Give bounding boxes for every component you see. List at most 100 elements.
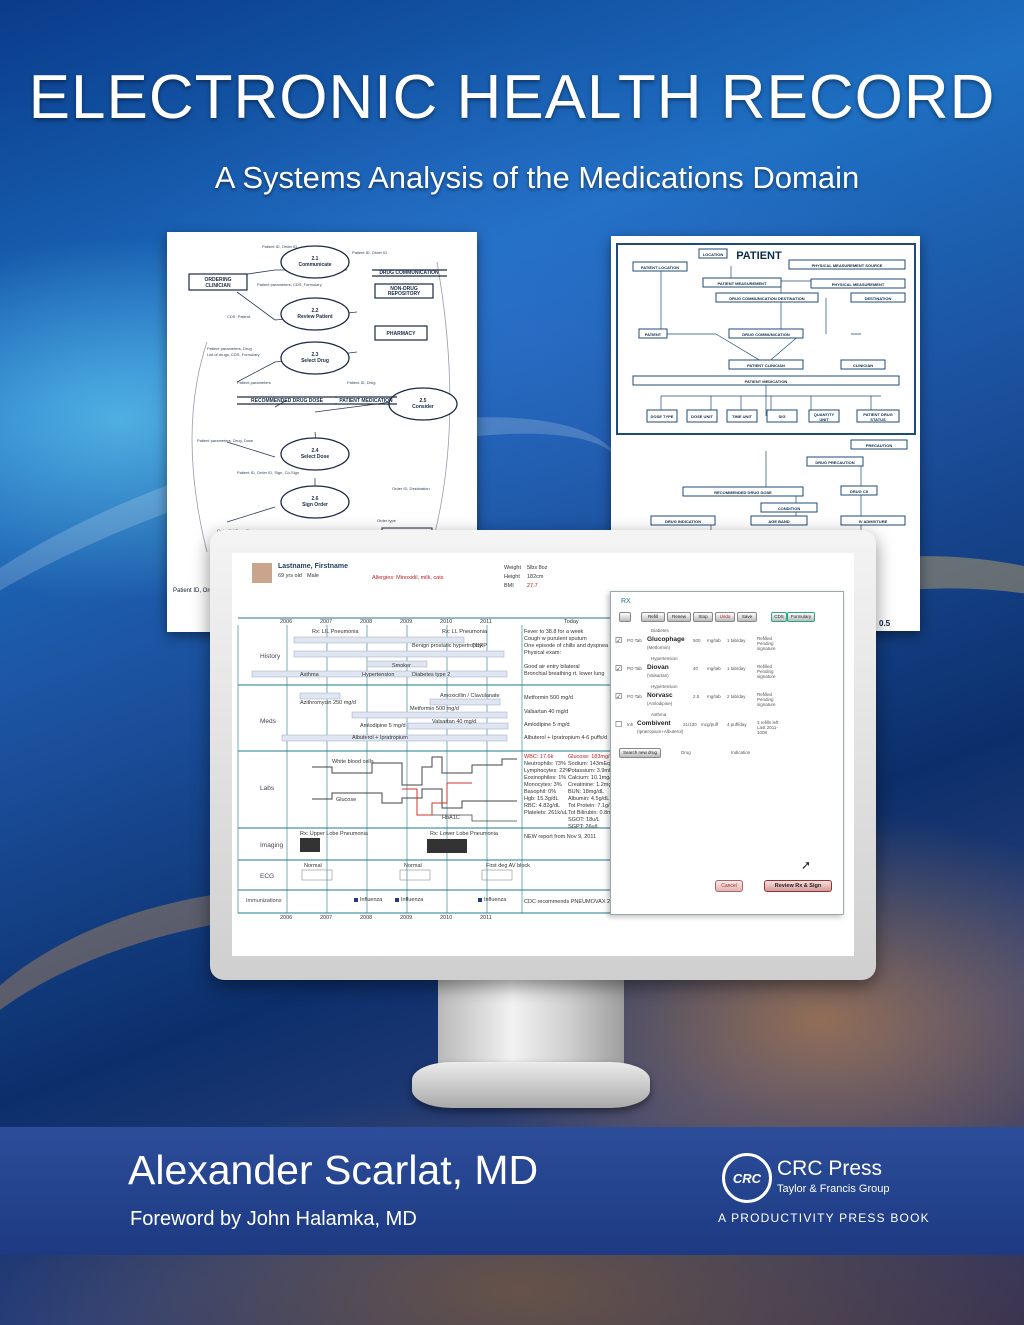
drug-name[interactable]: Norvasc xyxy=(647,692,673,699)
weight-value: 5lbs 8oz xyxy=(527,565,548,571)
immunization-item[interactable]: Influenza xyxy=(401,897,424,903)
drug-unit[interactable]: mg/tab xyxy=(707,666,721,671)
history-item[interactable]: Rx: LIL Pneumonia xyxy=(312,629,359,635)
year-label: 2011 xyxy=(480,915,492,921)
row-label-meds[interactable]: Meds xyxy=(260,718,276,725)
svg-text:DOSE UNIT: DOSE UNIT xyxy=(691,414,713,419)
drug-frequency[interactable]: 2 tab/day xyxy=(727,694,746,699)
weight-label: Weight xyxy=(504,565,522,571)
lab-series-label[interactable]: HbA1C xyxy=(442,815,460,821)
history-item[interactable]: Diabetes type 2 xyxy=(412,672,451,678)
drug-unit[interactable]: mg/tab xyxy=(707,638,721,643)
refill-button[interactable]: Refill xyxy=(641,612,665,622)
review-sign-button[interactable]: Review Rx & Sign xyxy=(764,880,832,892)
cds-button[interactable]: CDS xyxy=(771,612,787,622)
drug-name[interactable]: Diovan xyxy=(647,664,669,671)
row-label-history[interactable]: History xyxy=(260,653,281,660)
svg-text:Communicate: Communicate xyxy=(298,262,331,268)
meds-item[interactable]: Metformin 500 mg/d xyxy=(410,706,459,712)
history-item[interactable]: Hypertension xyxy=(362,672,395,678)
drug-field[interactable]: Drug xyxy=(681,750,691,755)
drug-status: Refilled Pending signature xyxy=(757,692,776,707)
row-label-immunizations[interactable]: Immunizations xyxy=(246,898,282,904)
year-label: 2010 xyxy=(440,619,453,625)
drug-dose[interactable]: 40 xyxy=(693,666,699,671)
history-item[interactable]: Rx: LL Pneumonia xyxy=(442,629,488,635)
drug-frequency[interactable]: 4 puff/day xyxy=(727,722,747,727)
today-lab-value: Hgb: 15.3g/dL xyxy=(524,796,559,802)
author-name: Alexander Scarlat, MD xyxy=(128,1147,539,1193)
today-history-line: Physical exam: xyxy=(524,650,561,656)
imaging-item[interactable]: Rx: Upper Lobe Pneumonia xyxy=(300,831,368,837)
history-item[interactable]: Smoker xyxy=(392,663,411,669)
history-item[interactable]: Asthma xyxy=(300,672,319,678)
ecg-item[interactable]: Normal xyxy=(404,863,422,869)
indication-field[interactable]: Indication xyxy=(731,750,751,755)
stop-button[interactable]: Stop xyxy=(693,612,713,622)
monitor-stand-base xyxy=(412,1062,650,1108)
drug-route: PO Tab xyxy=(627,638,642,643)
meds-item[interactable]: Amoxicillin / Clavulanate xyxy=(440,693,500,699)
history-item[interactable]: Benign prostatic hypertrophy xyxy=(412,643,483,649)
drug-dose[interactable]: 2.5 xyxy=(693,694,700,699)
drug-frequency[interactable]: 1 tab/day xyxy=(727,666,746,671)
drug-unit[interactable]: mg/tab xyxy=(707,694,721,699)
row-label-imaging[interactable]: Imaging xyxy=(260,842,284,849)
meds-item[interactable]: Azithromycin 250 mg/d xyxy=(300,700,356,706)
allergies-label: Allergies: Minoxidil, milk, cats xyxy=(372,575,444,581)
checkbox-checked-icon[interactable]: ☑ xyxy=(615,664,623,673)
svg-text:UNIT: UNIT xyxy=(819,417,829,422)
lab-series-label[interactable]: Glucose xyxy=(336,797,357,803)
drug-name[interactable]: Combivent xyxy=(637,720,671,727)
svg-text:2.6: 2.6 xyxy=(312,496,319,502)
rx-panel: RX Refill Renew Stop Undo Save CDS Formu… xyxy=(610,591,844,915)
ecg-item[interactable]: First deg AV block xyxy=(486,863,530,869)
immunization-item[interactable]: Influenza xyxy=(484,897,507,903)
immunization-item[interactable]: Influenza xyxy=(360,897,383,903)
svg-text:Patient parameters, Drug, Dose: Patient parameters, Drug, Dose xyxy=(197,438,254,443)
drug-dose[interactable]: 21/120 xyxy=(683,722,697,727)
lab-series-label[interactable]: White blood cells xyxy=(332,759,374,765)
today-lab-value: Basophil: 0% xyxy=(524,789,557,795)
drug-frequency[interactable]: 1 tab/day xyxy=(727,638,746,643)
bmi-value: 27.7 xyxy=(527,583,538,589)
drug-unit[interactable]: mcg/puff xyxy=(701,722,719,727)
row-label-labs[interactable]: Labs xyxy=(260,785,275,792)
drug-status: Refilled Pending signature xyxy=(757,636,776,651)
save-button[interactable]: Save xyxy=(737,612,757,622)
meds-item[interactable]: Amlodipine 5 mg/d xyxy=(360,723,406,729)
checkbox-checked-icon[interactable]: ☑ xyxy=(615,636,623,645)
today-lab-value: Platelets: 261k/uL xyxy=(524,810,568,816)
svg-text:2.3: 2.3 xyxy=(312,352,319,358)
checkbox-checked-icon[interactable]: ☑ xyxy=(615,692,623,701)
history-item[interactable]: TURP xyxy=(472,643,487,649)
meds-item[interactable]: Valsartan 40 mg/d xyxy=(432,719,477,725)
cancel-button[interactable]: Cancel xyxy=(715,880,743,892)
renew-button[interactable]: Renew xyxy=(667,612,691,622)
svg-text:RECOMMENDED DRUG DOSE: RECOMMENDED DRUG DOSE xyxy=(714,490,772,495)
svg-text:Review Patient: Review Patient xyxy=(297,314,333,320)
erd-title: PATIENT xyxy=(736,250,782,262)
search-new-drug-button[interactable]: Search new drug xyxy=(619,748,661,758)
year-label: 2008 xyxy=(360,915,373,921)
imaging-item[interactable]: Rx: Lower Lobe Pneumonia xyxy=(430,831,498,837)
svg-text:Patient parameters, CDS, Formu: Patient parameters, CDS, Formulary xyxy=(257,282,322,287)
undo-button[interactable]: Undo xyxy=(715,612,735,622)
today-lab-value: Potassium: 3.9mEq/L xyxy=(568,768,621,774)
meds-item[interactable]: Albuterol + Ipratropium xyxy=(352,735,408,741)
formulary-button[interactable]: Formulary xyxy=(787,612,815,622)
today-med-line: Metformin 500 mg/d xyxy=(524,695,573,701)
year-label: 2006 xyxy=(280,619,293,625)
svg-text:2.4: 2.4 xyxy=(312,448,319,454)
today-med-line: Albuterol + Ipratropium 4-6 puffs/d xyxy=(524,735,608,741)
checkbox-unchecked-icon[interactable]: ☐ xyxy=(615,720,623,729)
row-label-ecg[interactable]: ECG xyxy=(260,873,275,880)
svg-text:NON-DRUG: NON-DRUG xyxy=(390,286,418,292)
publisher-imprint: A PRODUCTIVITY PRESS BOOK xyxy=(718,1211,930,1225)
rx-toolbar-toggle[interactable] xyxy=(619,612,631,622)
today-lab-value: BUN: 18mg/dL xyxy=(568,789,605,795)
ecg-item[interactable]: Normal xyxy=(304,863,322,869)
drug-name[interactable]: Glucophage xyxy=(647,636,685,643)
today-lab-value: Glucose: 183mg/dL xyxy=(568,754,616,760)
drug-dose[interactable]: 500 xyxy=(693,638,701,643)
